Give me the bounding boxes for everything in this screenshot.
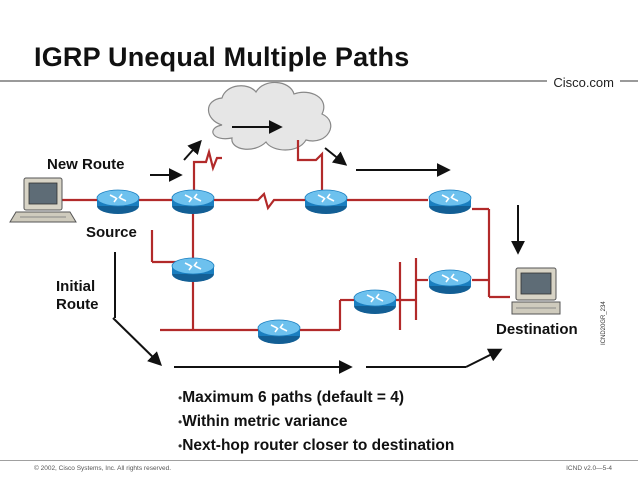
link-r2-cloud	[192, 147, 222, 190]
destination-computer-icon	[511, 267, 561, 315]
cisco-brand-label: Cisco.com	[547, 75, 620, 90]
initial-route-label-line1: Initial	[56, 278, 95, 295]
bullet-text: Maximum 6 paths (default = 4)	[182, 389, 404, 406]
arrow-to-cloud	[183, 139, 202, 161]
bullet-item: •Maximum 6 paths (default = 4)	[178, 386, 454, 410]
bullet-dot-icon: •	[178, 415, 183, 429]
router-icon	[304, 189, 348, 214]
bullet-text: Next-hop router closer to destination	[182, 437, 455, 454]
initial-route-label-line2: Route	[56, 296, 99, 313]
bullet-item: •Within metric variance	[178, 410, 454, 434]
bullet-dot-icon: •	[178, 391, 183, 405]
title-divider	[0, 80, 638, 82]
arrow-from-cloud	[324, 147, 348, 166]
source-label: Source	[86, 224, 137, 241]
new-route-label: New Route	[47, 156, 125, 173]
bullet-item: •Next-hop router closer to destination	[178, 434, 454, 458]
router-icon	[257, 319, 301, 344]
network-cloud	[207, 81, 332, 151]
initial-route-arrow-up	[465, 348, 503, 368]
footer-divider	[0, 460, 638, 461]
network-links	[62, 140, 510, 332]
router-icon	[171, 189, 215, 214]
router-icon	[428, 189, 472, 214]
routers	[96, 189, 472, 344]
copyright-text: © 2002, Cisco Systems, Inc. All rights r…	[34, 465, 172, 472]
initial-route-arrow-diagonal	[112, 317, 163, 366]
bullet-dot-icon: •	[178, 439, 183, 453]
route-arrows	[112, 139, 525, 374]
link-r2-r3-serial	[213, 191, 306, 211]
router-icon	[96, 189, 140, 214]
router-icon	[171, 257, 215, 282]
source-computer-icon	[9, 177, 77, 223]
side-code-label: ICND20GR_234	[601, 301, 607, 345]
bullet-list: •Maximum 6 paths (default = 4) •Within m…	[178, 386, 454, 458]
link-cloud-r3	[296, 140, 324, 190]
slide-title: IGRP Unequal Multiple Paths	[34, 42, 410, 72]
router-icon	[353, 289, 397, 314]
destination-label: Destination	[496, 321, 578, 338]
bullet-text: Within metric variance	[182, 413, 348, 430]
router-icon	[428, 269, 472, 294]
course-code-text: ICND v2.0—5-4	[566, 465, 612, 472]
